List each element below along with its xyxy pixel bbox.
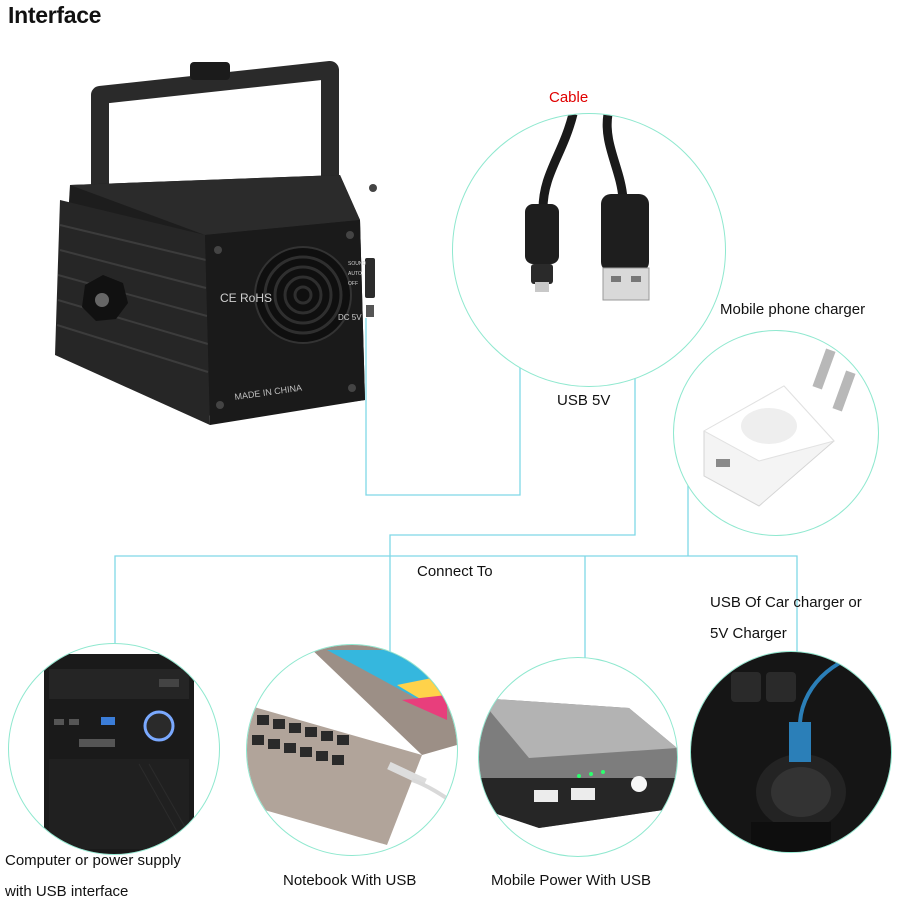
page-title: Interface [8, 2, 102, 28]
computer-circle [8, 643, 220, 855]
powerbank-circle [478, 657, 678, 857]
dc-label: DC 5V [338, 313, 362, 322]
mobile-charger-label: Mobile phone charger [720, 301, 866, 318]
computer-label-line2: with USB interface [5, 883, 129, 900]
charger-circle [673, 330, 879, 536]
wall-charger-icon [702, 348, 856, 507]
cable-circle [452, 113, 726, 387]
laser-device-image: CE RoHS MADE IN CHINA DC 5V SOUND AUTO O… [55, 61, 377, 425]
usb-cable-icon [525, 114, 650, 301]
notebook-circle [246, 644, 458, 856]
car-circle [690, 651, 892, 853]
switch-label-sound: SOUND [348, 261, 366, 267]
computer-label-line1: Computer or power supply [5, 852, 181, 869]
powerbank-label: Mobile Power With USB [491, 872, 652, 889]
notebook-label: Notebook With USB [283, 872, 417, 889]
ce-rohs-text: CE RoHS [220, 291, 272, 305]
switch-label-off: OFF [348, 281, 358, 287]
computer-case-icon [44, 654, 194, 854]
car-usb-charger-icon [691, 652, 891, 852]
usb-5v-label: USB 5V [557, 392, 611, 409]
switch-label-auto: AUTO [348, 271, 362, 277]
car-charger-label-line2: 5V Charger [710, 625, 787, 642]
car-charger-label-line1: USB Of Car charger or [710, 594, 862, 611]
laptop-icon [247, 645, 457, 845]
cable-label: Cable [549, 89, 589, 106]
power-bank-icon [479, 698, 677, 828]
connect-to-label: Connect To [417, 563, 493, 580]
